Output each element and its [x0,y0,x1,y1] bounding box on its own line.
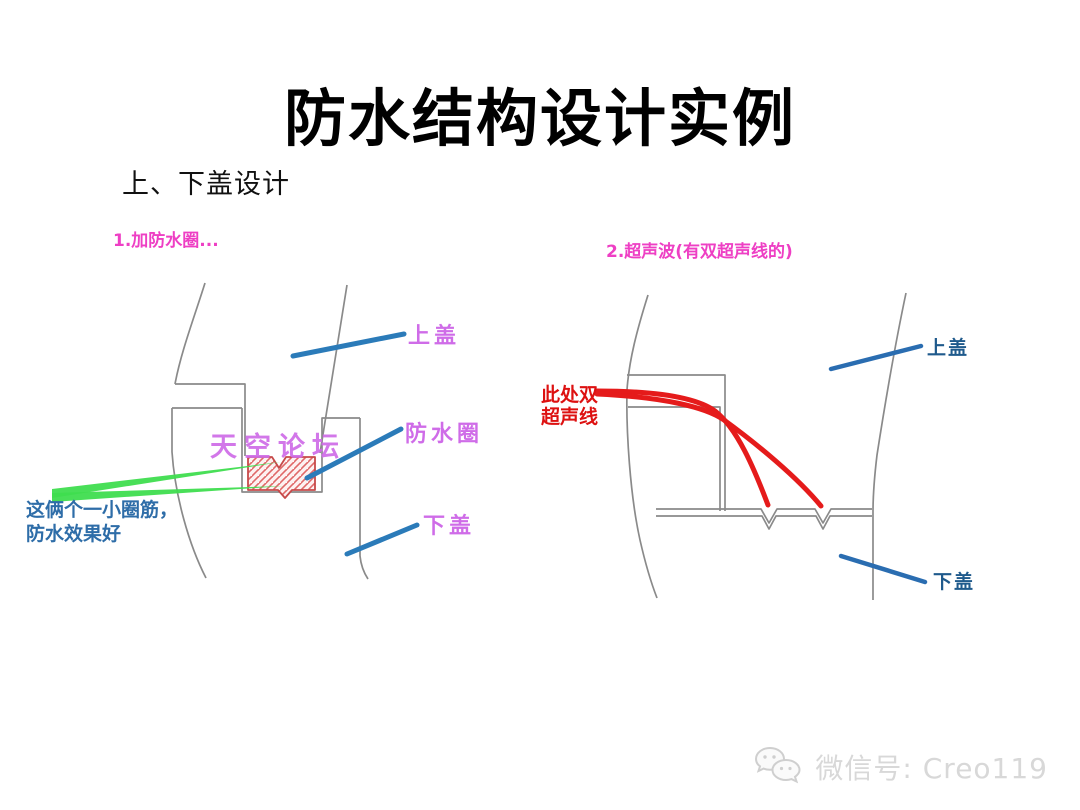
label-lower-cover-right: 下盖 [933,571,976,593]
right-left-arc [626,294,658,599]
label-waterproof-ring: 防水圈 [405,422,484,447]
right-seam-lower-line-with-notches [656,515,872,530]
green-arrow-bottom-rib [52,486,284,502]
left-diagram-leader-lines [290,331,420,557]
left-lower-cover-outer-arc [171,408,207,579]
wechat-footer: 微信号: Creo119 [749,744,1048,790]
left-upper-cover-step [175,383,246,456]
waterproof-ring-hatched-section [247,456,316,499]
subtitle: 上、下盖设计 [122,169,290,199]
green-arrow-top-rib [52,462,281,498]
red-arrow-notch-1 [594,388,771,508]
leader-waterproof-ring [304,426,404,481]
right-right-arc-and-wall [872,292,907,600]
label-lower-cover-left: 下盖 [423,514,476,539]
ultrasonic-annotation-line2: 超声线 [541,406,599,428]
right-upper-cover-outer-step [627,374,726,511]
wechat-bubble-large [771,758,801,784]
red-ultrasonic-arrows [594,388,824,509]
wechat-eye-4 [788,766,793,771]
left-diagram-heading: 1.加防水圈... [113,231,219,251]
left-diagram-section-lines [171,282,369,580]
right-upper-cover-inner-step [628,406,721,511]
right-seam-upper-line [656,508,872,524]
rib-note-line2: 防水效果好 [26,523,122,545]
left-lower-cover-right-wall [359,418,369,580]
red-arrow-notch-2 [594,391,824,509]
left-groove-channel [241,408,360,493]
left-upper-cover-inner-arc [319,284,348,454]
wechat-eye-3 [780,766,784,771]
right-diagram-heading: 2.超声波(有双超声线的) [606,242,793,262]
ultrasonic-annotation-line1: 此处双 [541,384,599,406]
leader-lower-cover-left [344,522,420,557]
rib-note-line1: 这俩个一小圈筋， [26,499,179,521]
leader-upper-cover-left [290,331,407,359]
right-diagram-leader-lines [828,343,928,585]
wechat-eye-2 [772,755,777,759]
wechat-id-text: 微信号: Creo119 [815,752,1048,785]
right-diagram-section-lines [626,292,907,600]
rib-note: 这俩个一小圈筋， 防水效果好 [26,498,178,546]
label-upper-cover-left: 上盖 [408,324,461,349]
forum-watermark: 天空论坛 [210,432,346,463]
label-upper-cover-right: 上盖 [927,337,970,359]
wechat-icon [755,746,801,784]
leader-upper-cover-right [828,343,924,372]
wechat-eye-1 [763,755,768,759]
page-title: 防水结构设计实例 [283,86,796,154]
ultrasonic-annotation: 此处双 超声线 [541,384,598,428]
left-upper-cover-outer-arc [174,282,206,385]
leader-lower-cover-right [838,553,928,585]
